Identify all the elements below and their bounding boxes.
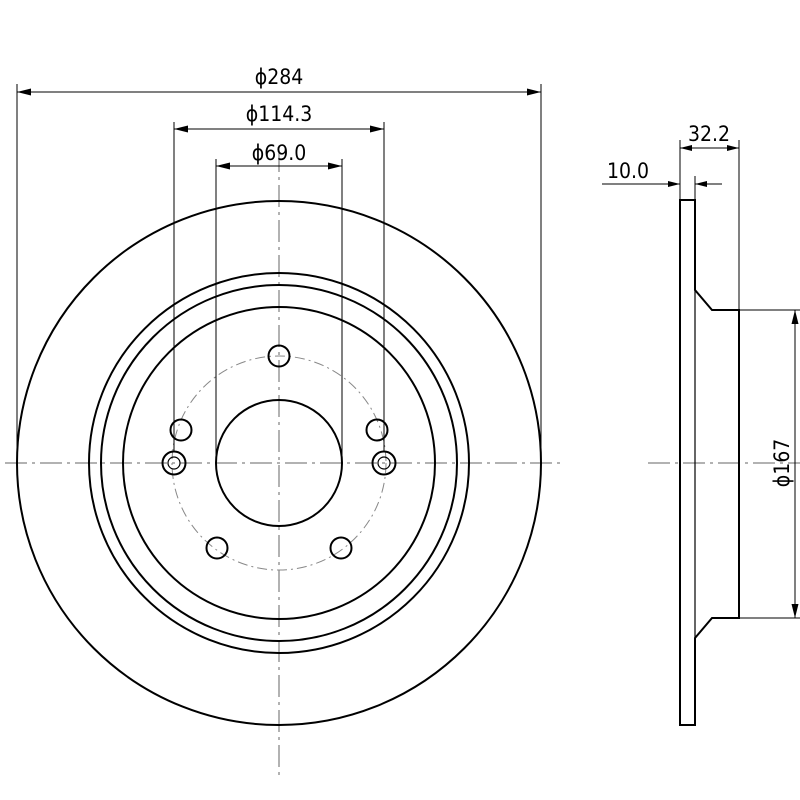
bolt-hole [205,536,229,560]
bolt-circle [171,355,387,571]
arrowhead [668,181,680,187]
center-bore-label: ϕ69.0 [252,141,307,165]
dimension-disc-thickness: 10.0 [602,159,722,200]
arrowhead [527,88,541,96]
bolt-hole [365,418,389,442]
arrowhead [216,162,230,170]
total-height-label: 32.2 [688,122,730,146]
arrowhead [17,88,31,96]
disc-thickness-label: 10.0 [607,159,649,183]
hat-diameter-label: ϕ167 [770,439,794,488]
arrowhead [174,125,188,133]
arrowhead [680,145,692,151]
bolt-hole [267,344,291,368]
arrowhead [791,604,799,618]
friction-ring-inner-edge [88,272,470,654]
arrowhead [791,310,799,324]
outer-diameter-label: ϕ284 [255,65,304,89]
bolt-hole [169,418,193,442]
bolt-circle-label: ϕ114.3 [246,102,313,126]
hat-step [122,306,436,620]
bolt-hole [329,536,353,560]
arrowhead [370,125,384,133]
dimension-outer-diameter: ϕ284 [16,65,542,463]
arrowhead [328,162,342,170]
dimension-bolt-circle: ϕ114.3 [173,102,385,452]
dimension-hat-diameter: ϕ167 [739,309,800,619]
dimension-total-height: 32.2 [679,122,740,310]
threaded-hole-right-inner [377,456,391,470]
arrowhead [695,181,707,187]
arrowhead [727,145,739,151]
dimension-center-bore: ϕ69.0 [215,141,343,463]
hat-outer-edge [100,284,458,642]
threaded-hole-left-inner [167,456,181,470]
front-view [5,150,560,780]
